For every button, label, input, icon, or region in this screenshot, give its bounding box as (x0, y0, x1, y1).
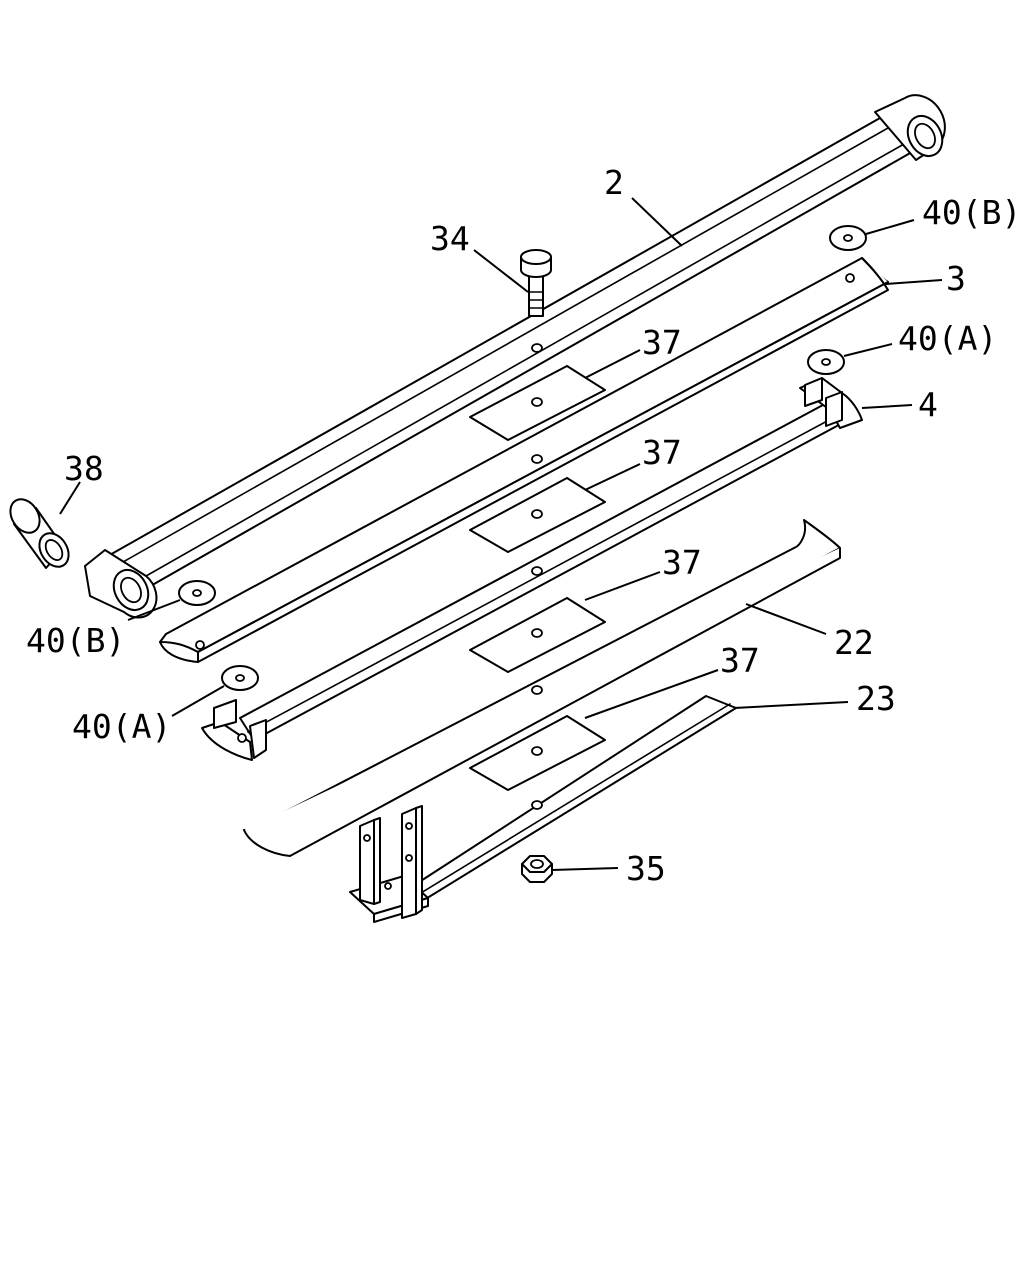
callout-3: 3 (946, 259, 966, 298)
callout-40b-left: 40(B) (26, 621, 125, 660)
nut-part-35 (521, 855, 553, 883)
liner-pads-part-37 (469, 365, 606, 791)
callout-37-first: 37 (642, 323, 682, 362)
callout-34: 34 (430, 219, 470, 258)
callout-37-second: 37 (642, 433, 682, 472)
leaf-part-3 (159, 257, 889, 663)
callout-37-fourth: 37 (720, 641, 760, 680)
main-leaf-part-2 (84, 94, 946, 619)
callout-40b-top: 40(B) (922, 193, 1021, 232)
bottom-plate-part-23 (349, 695, 737, 923)
callout-37-third: 37 (662, 543, 702, 582)
callout-35: 35 (626, 849, 666, 888)
leader-lines (59, 197, 943, 871)
callout-4: 4 (918, 385, 938, 424)
callout-labels: 2 34 40(B) 3 37 40(A) 4 38 37 37 22 40(B… (26, 163, 1021, 888)
washers-part-40 (178, 225, 867, 691)
callout-22: 22 (834, 623, 874, 662)
callout-40a-left: 40(A) (72, 707, 171, 746)
leaf-part-4 (201, 377, 863, 761)
leaf-part-22 (243, 519, 841, 857)
callout-38: 38 (64, 449, 104, 488)
callout-23: 23 (856, 679, 896, 718)
center-bolt-part-34 (520, 249, 552, 317)
callout-40a-top: 40(A) (898, 319, 997, 358)
bushing-part-38 (9, 498, 70, 569)
callout-2: 2 (604, 163, 624, 202)
